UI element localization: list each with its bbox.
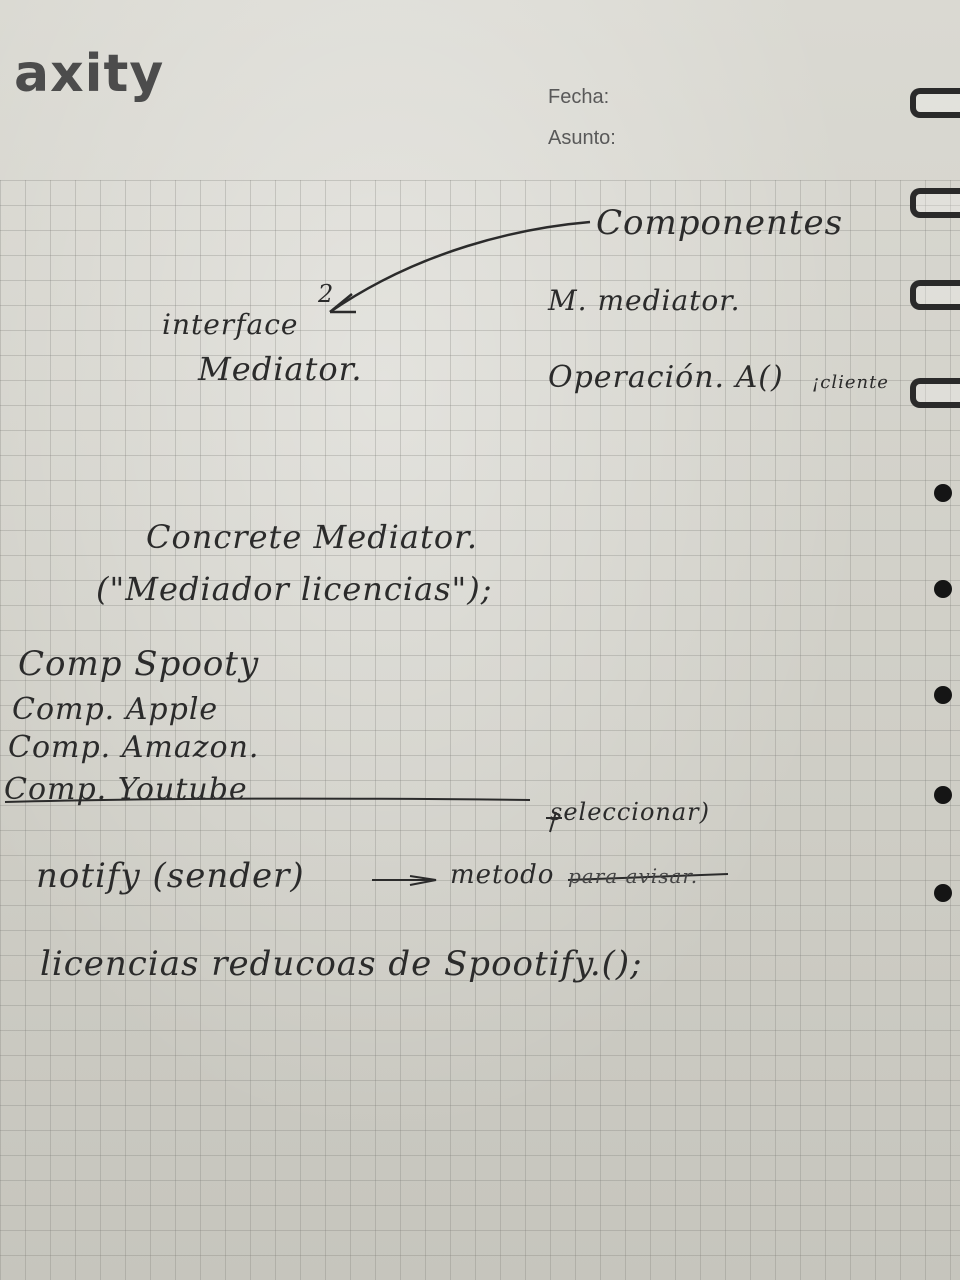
- note-comp-spotify: Comp Spooty: [18, 644, 260, 684]
- binding-hole: [934, 786, 952, 804]
- note-arrow-number: 2: [318, 280, 335, 308]
- spiral-ring: [910, 378, 960, 408]
- note-cliente: ¡cliente: [812, 372, 889, 393]
- note-para-avisar: para avisar.: [568, 864, 699, 888]
- binding-hole: [934, 484, 952, 502]
- note-comp-amazon: Comp. Amazon.: [8, 730, 260, 765]
- note-mediator: Mediator.: [198, 350, 363, 388]
- note-licencias: licencias reducoas de Spootify.();: [40, 944, 643, 984]
- fecha-label: Fecha:: [548, 86, 610, 108]
- caret-mark: [546, 811, 562, 833]
- separator-line: [4, 797, 531, 803]
- note-m-mediator: M. mediator.: [548, 284, 741, 317]
- strike-through: [567, 873, 729, 881]
- spiral-ring: [910, 188, 960, 218]
- grid-paper: [0, 180, 960, 1280]
- arrow-line: [329, 220, 591, 314]
- note-notify: notify (sender): [36, 856, 305, 896]
- arrow-head: [329, 293, 356, 314]
- note-mediador-licencias: ("Mediador licencias");: [96, 570, 493, 608]
- note-componentes: Componentes: [596, 203, 844, 243]
- note-concrete-mediator: Concrete Mediator.: [146, 518, 479, 556]
- asunto-label: Asunto:: [548, 127, 616, 149]
- binding-hole: [934, 580, 952, 598]
- note-metodo: metodo: [450, 860, 555, 890]
- binding-hole: [934, 884, 952, 902]
- note-operacion: Operación. A(): [548, 360, 784, 395]
- spiral-ring: [910, 280, 960, 310]
- note-comp-youtube: Comp. Youtube: [4, 772, 248, 807]
- note-comp-apple: Comp. Apple: [12, 692, 219, 727]
- small-arrow: [372, 875, 437, 886]
- spiral-ring: [910, 88, 960, 118]
- note-seleccionar: seleccionar): [550, 798, 711, 826]
- notebook-brand: axity: [14, 44, 165, 104]
- binding-hole: [934, 686, 952, 704]
- note-interface: interface: [162, 308, 299, 341]
